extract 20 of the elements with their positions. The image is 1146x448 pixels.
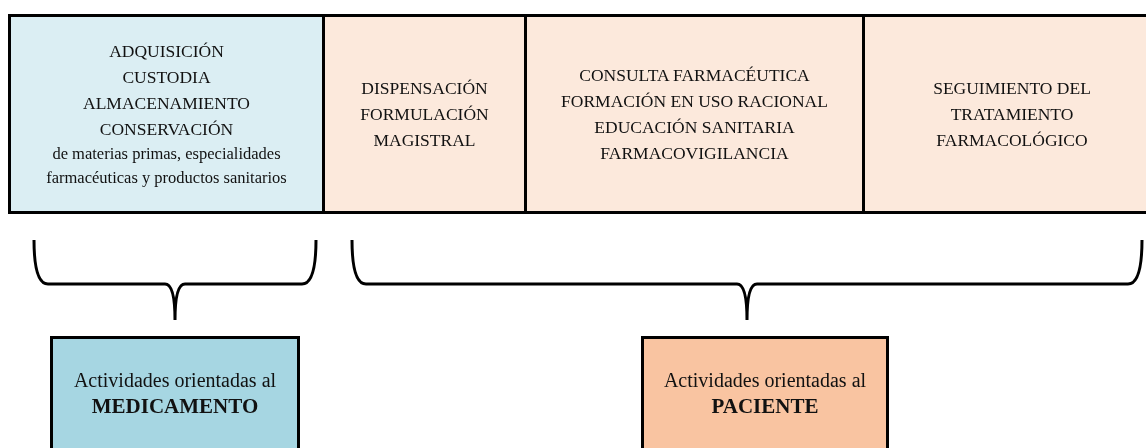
category-label: Actividades orientadas al PACIENTE	[662, 367, 868, 419]
category-box	[50, 336, 300, 448]
activity-text: FORMULACIÓN MAGISTRAL	[359, 103, 490, 152]
activity-text: FARMACOVIGILANCIA	[600, 142, 789, 165]
activity-cell	[322, 14, 527, 214]
activity-text: EDUCACIÓN SANITARIA	[594, 116, 795, 139]
activity-text: ADQUISICIÓN	[109, 40, 224, 63]
category-box	[641, 336, 889, 448]
activity-cell	[8, 14, 325, 214]
activity-cell	[524, 14, 865, 214]
activity-text: ALMACENAMIENTO	[83, 92, 250, 115]
activity-text: SEGUIMIENTO DEL TRATAMIENTO FARMACOLÓGICO	[932, 77, 1092, 152]
activity-text: CUSTODIA	[122, 66, 211, 89]
activity-text: FORMACIÓN EN USO RACIONAL	[561, 90, 828, 113]
category-label: Actividades orientadas al MEDICAMENTO	[72, 367, 278, 419]
activity-text: de materias primas, especialidades farmacéuticas y productos sanitarios	[45, 143, 288, 189]
activity-text: DISPENSACIÓN	[361, 77, 488, 100]
activity-text: CONSULTA FARMACÉUTICA	[579, 64, 810, 87]
activity-cell	[862, 14, 1146, 214]
activity-text: CONSERVACIÓN	[99, 118, 234, 141]
